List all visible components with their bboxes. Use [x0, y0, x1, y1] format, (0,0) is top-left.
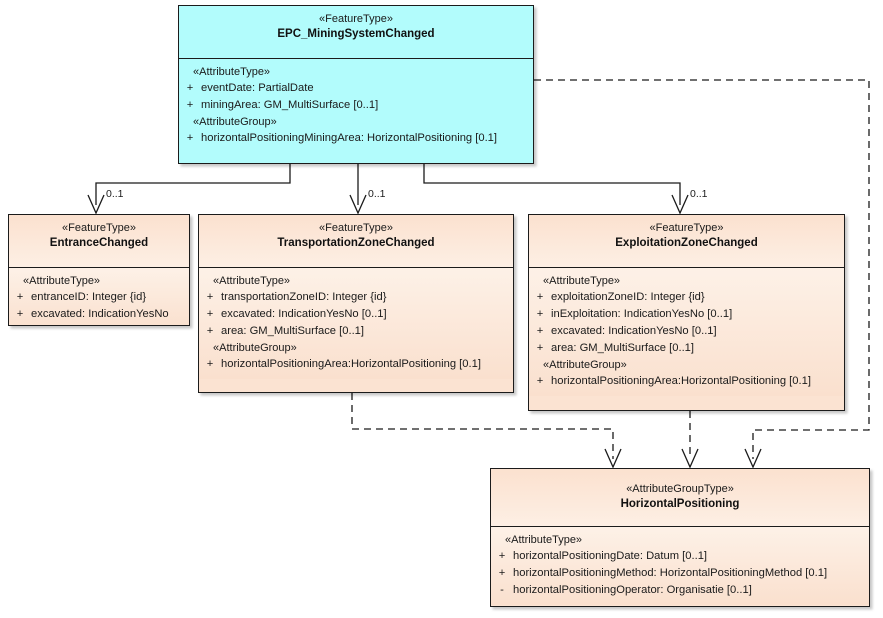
attribute-visibility: + [536, 291, 544, 303]
class-box-transportationzonechanged[interactable]: «FeatureType» TransportationZoneChanged … [198, 214, 514, 393]
attribute-text: excavated: IndicationYesNo [0..1] [551, 325, 717, 337]
attribute-text: horizontalPositioningArea:HorizontalPosi… [551, 375, 811, 387]
attribute-visibility: + [498, 550, 506, 562]
attribute-visibility: - [500, 584, 504, 596]
attribute-text: inExploitation: IndicationYesNo [0..1] [551, 308, 733, 320]
attribute-visibility: + [206, 308, 214, 320]
multiplicity-exploitation: 0..1 [690, 188, 708, 200]
attribute-row: + horizontalPositioningArea:HorizontalPo… [199, 356, 513, 373]
class-name: TransportationZoneChanged [277, 237, 435, 249]
attribute-text: horizontalPositioningMiningArea: Horizon… [201, 132, 498, 144]
attribute-row: + horizontalPositioningMiningArea: Horiz… [179, 130, 533, 147]
attribute-text: excavated: IndicationYesNo [0..1] [221, 308, 387, 320]
attribute-text: horizontalPositioningOperator: Organisat… [513, 584, 752, 596]
attribute-text: exploitationZoneID: Integer {id} [551, 291, 705, 303]
attribute-text: horizontalPositioningMethod: HorizontalP… [513, 567, 828, 579]
section-label-attributegroup: «AttributeGroup» [193, 116, 277, 128]
attribute-row: + entranceID: Integer {id} [9, 289, 189, 306]
class-box-exploitationzonechanged[interactable]: «FeatureType» ExploitationZoneChanged «A… [528, 214, 845, 411]
class-header: «AttributeGroupType» HorizontalPositioni… [491, 469, 869, 527]
class-stereotype: «FeatureType» [649, 222, 724, 234]
attribute-text: area: GM_MultiSurface [0..1] [551, 342, 695, 354]
multiplicity-transportation: 0..1 [368, 188, 386, 200]
class-stereotype: «AttributeGroupType» [626, 483, 734, 495]
attribute-row: + excavated: IndicationYesNo [0..1] [529, 323, 844, 340]
section-label-attributetype: «AttributeType» [505, 534, 583, 546]
attribute-row: + eventDate: PartialDate [179, 80, 533, 97]
class-stereotype: «FeatureType» [62, 222, 136, 234]
attribute-row: + inExploitation: IndicationYesNo [0..1] [529, 306, 844, 323]
connector-root-to-transportation [349, 164, 367, 215]
class-header: «FeatureType» ExploitationZoneChanged [529, 215, 844, 268]
attribute-row: + horizontalPositioningMethod: Horizonta… [491, 565, 869, 582]
attribute-row: + area: GM_MultiSurface [0..1] [529, 340, 844, 357]
class-box-entrancechanged[interactable]: «FeatureType» EntranceChanged «Attribute… [8, 214, 190, 326]
class-box-horizontalpositioning[interactable]: «AttributeGroupType» HorizontalPositioni… [490, 468, 870, 607]
section-label-attributetype: «AttributeType» [23, 275, 101, 287]
attribute-visibility: + [536, 325, 544, 337]
arrowhead-exploitation-hp [681, 448, 699, 469]
class-body: «AttributeType» + entranceID: Integer {i… [9, 268, 189, 325]
attribute-visibility: + [206, 291, 214, 303]
attribute-visibility: + [536, 308, 544, 320]
attribute-visibility: + [186, 99, 194, 111]
class-header: «FeatureType» TransportationZoneChanged [199, 215, 513, 268]
attribute-row: - horizontalPositioningOperator: Organis… [491, 582, 869, 599]
attribute-row: + miningArea: GM_MultiSurface [0..1] [179, 97, 533, 114]
class-body: «AttributeType» + transportationZoneID: … [199, 268, 513, 379]
attribute-visibility: + [206, 358, 214, 370]
attribute-visibility: + [498, 567, 506, 579]
class-name: EPC_MiningSystemChanged [277, 28, 435, 40]
attribute-row: + horizontalPositioningDate: Datum [0..1… [491, 548, 869, 565]
attribute-row: + excavated: IndicationYesNo [0..1] [199, 306, 513, 323]
attribute-visibility: + [536, 342, 544, 354]
attribute-visibility: + [536, 375, 544, 387]
section-label-attributetype: «AttributeType» [543, 275, 621, 287]
arrowhead-root-hp [744, 448, 762, 469]
attribute-text: area: GM_MultiSurface [0..1] [221, 325, 365, 337]
attribute-text: transportationZoneID: Integer {id} [221, 291, 387, 303]
attribute-text: miningArea: GM_MultiSurface [0..1] [201, 99, 379, 111]
attribute-text: horizontalPositioningDate: Datum [0..1] [513, 550, 708, 562]
attribute-text: entranceID: Integer {id} [31, 291, 147, 303]
attribute-row: + area: GM_MultiSurface [0..1] [199, 323, 513, 340]
section-label-attributegroup: «AttributeGroup» [543, 359, 627, 371]
attribute-visibility: + [186, 82, 194, 94]
class-box-epc-miningsystemchanged[interactable]: «FeatureType» EPC_MiningSystemChanged «A… [178, 5, 534, 164]
class-name: HorizontalPositioning [620, 498, 740, 510]
class-header: «FeatureType» EPC_MiningSystemChanged [179, 6, 533, 59]
class-body: «AttributeType» + exploitationZoneID: In… [529, 268, 844, 396]
attribute-row: + excavated: IndicationYesNo [9, 306, 189, 323]
class-header: «FeatureType» EntranceChanged [9, 215, 189, 268]
attribute-text: horizontalPositioningArea:HorizontalPosi… [221, 358, 481, 370]
class-body: «AttributeType» + horizontalPositioningD… [491, 527, 869, 605]
attribute-text: excavated: IndicationYesNo [31, 308, 169, 320]
class-stereotype: «FeatureType» [319, 13, 393, 25]
attribute-row: + exploitationZoneID: Integer {id} [529, 289, 844, 306]
attribute-visibility: + [16, 291, 24, 303]
section-label-attributetype: «AttributeType» [193, 66, 271, 78]
section-label-attributegroup: «AttributeGroup» [213, 342, 297, 354]
attribute-text: eventDate: PartialDate [201, 82, 314, 94]
arrowhead-transportation-hp [604, 448, 622, 469]
class-name: ExploitationZoneChanged [615, 237, 758, 249]
attribute-visibility: + [186, 132, 194, 144]
class-name: EntranceChanged [49, 237, 149, 249]
attribute-visibility: + [16, 308, 24, 320]
section-label-attributetype: «AttributeType» [213, 275, 291, 287]
class-body: «AttributeType» + eventDate: PartialDate… [179, 59, 533, 153]
attribute-visibility: + [206, 325, 214, 337]
multiplicity-entrance: 0..1 [106, 188, 124, 200]
attribute-row: + horizontalPositioningArea:HorizontalPo… [529, 373, 844, 390]
class-stereotype: «FeatureType» [319, 222, 393, 234]
attribute-row: + transportationZoneID: Integer {id} [199, 289, 513, 306]
connector-root-to-exploitation [423, 164, 689, 215]
